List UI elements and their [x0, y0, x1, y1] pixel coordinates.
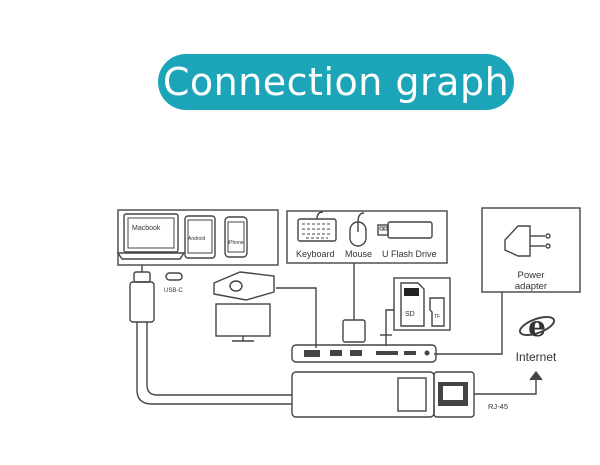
tf-card-icon — [429, 297, 445, 327]
sd-label: SD — [405, 311, 415, 318]
projector-icon — [213, 271, 275, 301]
mouse-label: Mouse — [345, 249, 372, 259]
usb-c-label: USB-C — [164, 288, 183, 294]
usb-c-connector-icon — [165, 272, 183, 281]
tf-label: TF — [434, 314, 440, 320]
svg-text:e: e — [528, 310, 546, 343]
flash-drive-label: U Flash Drive — [382, 249, 437, 259]
mouse-icon — [349, 212, 367, 247]
flash-drive-icon — [377, 221, 433, 239]
peripherals-box — [286, 210, 448, 264]
macbook-label: Macbook — [132, 225, 161, 232]
internet-label: Internet — [516, 350, 557, 364]
title-banner: Connection graph — [158, 54, 514, 110]
sd-card-icon — [400, 282, 425, 327]
usb-c-cable — [129, 265, 292, 405]
internet-icon: e — [518, 310, 556, 343]
keyboard-label: Keyboard — [296, 249, 335, 259]
tablet-icon — [184, 215, 216, 259]
power-label-line2: adapter — [515, 281, 547, 292]
power-label-line1: Power — [518, 270, 545, 281]
devices-box — [117, 209, 279, 266]
hub-body — [291, 371, 475, 418]
iphone-label: iPhone — [228, 240, 244, 246]
power-adapter-box — [481, 207, 581, 293]
phone-icon — [224, 216, 248, 258]
page-title: Connection graph — [162, 60, 510, 104]
card-box — [393, 277, 451, 331]
keyboard-icon — [297, 211, 337, 242]
monitor-icon — [215, 303, 271, 342]
usb-plug-icon — [342, 319, 366, 343]
android-label: Android — [188, 236, 205, 242]
usb-hub — [291, 344, 437, 363]
power-adapter-icon — [504, 225, 551, 257]
laptop-icon — [116, 213, 186, 260]
rj45-label: RJ-45 — [488, 402, 508, 411]
